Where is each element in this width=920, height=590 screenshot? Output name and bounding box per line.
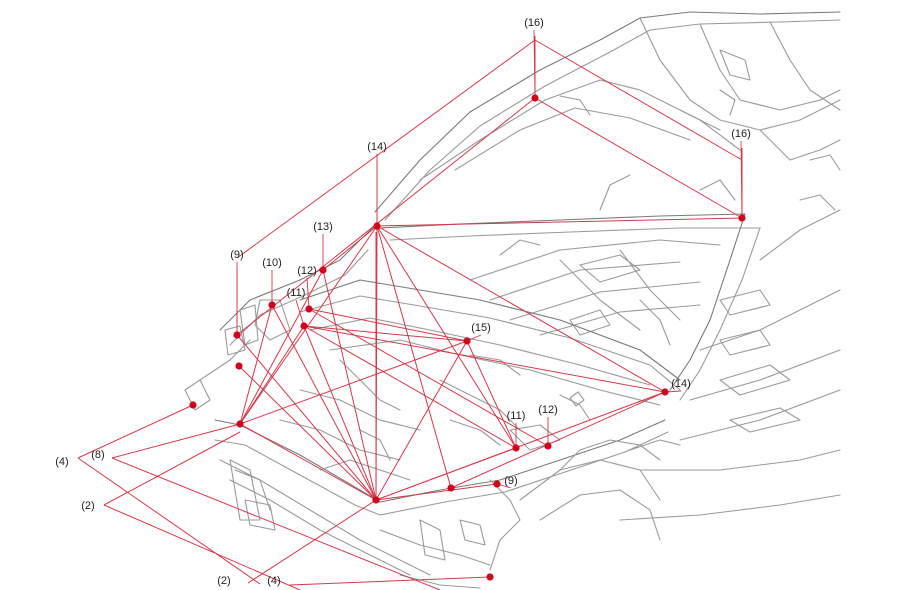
point-label-p11a: (11) (287, 287, 306, 299)
measurement-line (271, 304, 377, 501)
measurement-point-p15 (463, 337, 471, 345)
measurement-line (239, 325, 305, 425)
measurement-line (239, 423, 377, 501)
label-leaders (236, 29, 743, 489)
point-label-p15: (15) (471, 322, 491, 334)
measurement-line (466, 340, 517, 449)
measurement-line (303, 325, 468, 342)
measurement-lines (77, 36, 743, 590)
measurement-point-extra (372, 496, 380, 504)
measurement-point-extra (189, 401, 197, 409)
measurement-point-p10 (268, 301, 276, 309)
measurement-point-extra (486, 573, 494, 581)
measurement-line (239, 269, 324, 425)
point-label-p16a: (16) (524, 17, 544, 29)
measurement-line (77, 404, 194, 459)
measurement-line (239, 304, 273, 425)
dimension-label: (4) (55, 456, 68, 468)
measurement-point-extra (447, 484, 455, 492)
point-leader-line (740, 140, 743, 219)
measurement-line (303, 325, 377, 501)
dimension-label: (2) (217, 575, 230, 587)
point-label-p14b: (14) (671, 378, 691, 390)
point-label-p11b: (11) (507, 410, 526, 422)
dimension-label: (8) (91, 449, 104, 461)
point-label-p14a: (14) (367, 141, 387, 153)
measurement-line (375, 447, 517, 501)
point-leader-line (306, 277, 310, 310)
measurement-line (322, 269, 377, 501)
measurement-line (308, 308, 468, 342)
measurement-line (236, 334, 377, 501)
measurement-line (236, 97, 536, 336)
measurement-point-p9a (233, 331, 241, 339)
measurement-line (103, 504, 301, 590)
measurement-point-p11a (300, 322, 308, 330)
measurement-point-p14a (373, 222, 381, 230)
measurement-line (534, 39, 743, 161)
measurement-line (111, 457, 441, 590)
measurement-line (376, 225, 666, 393)
measurement-point-p11b (512, 444, 520, 452)
measurement-point-p14b (661, 388, 669, 396)
measurement-line (450, 391, 666, 489)
measurement-line (376, 217, 743, 227)
point-label-p9b: (9) (504, 475, 517, 487)
measurement-line (111, 423, 241, 459)
measurement-line (239, 340, 468, 425)
measurement-point-p13 (319, 266, 327, 274)
point-label-p16b: (16) (731, 128, 751, 140)
measurement-line (238, 365, 377, 501)
dimension-label: (2) (81, 500, 94, 512)
measurement-point-p12a (305, 305, 313, 313)
measurement-point-p12b (544, 442, 552, 450)
point-label-p12b: (12) (538, 404, 558, 416)
measurement-point-p16b (738, 214, 746, 222)
measurement-line (308, 308, 549, 447)
dimension-labels: (4) (8) (2) (2) (4) (55, 449, 280, 587)
point-label-p13: (13) (313, 221, 333, 233)
measurement-line (289, 576, 491, 586)
measurement-line (534, 97, 743, 219)
measurement-line (236, 39, 536, 259)
measurement-line (303, 325, 666, 393)
point-label-p12a: (12) (297, 265, 317, 277)
point-leader-line (295, 299, 305, 327)
measurement-line (376, 225, 452, 489)
point-label-p10: (10) (262, 257, 282, 269)
measurement-line (375, 340, 468, 501)
measurement-line (103, 431, 241, 506)
dimension-label: (4) (267, 575, 280, 587)
measurement-line (322, 225, 378, 271)
vehicle-body-outline (184, 11, 841, 589)
point-label-p9a: (9) (230, 249, 243, 261)
measurement-line (77, 457, 261, 585)
point-labels: (16) (16) (14) (13) (12) (11) (10) (9) (15) (14) (… (230, 17, 751, 487)
measurement-point-extra (235, 362, 243, 370)
measurement-line (247, 499, 377, 584)
measurement-line (375, 483, 498, 501)
measurement-point-extra (236, 420, 244, 428)
measurement-line (239, 225, 378, 425)
measurement-line (303, 325, 517, 449)
measurement-point-p9b (493, 480, 501, 488)
measurement-points (189, 94, 746, 581)
measurement-point-p16a (531, 94, 539, 102)
point-leader-line (533, 29, 536, 99)
